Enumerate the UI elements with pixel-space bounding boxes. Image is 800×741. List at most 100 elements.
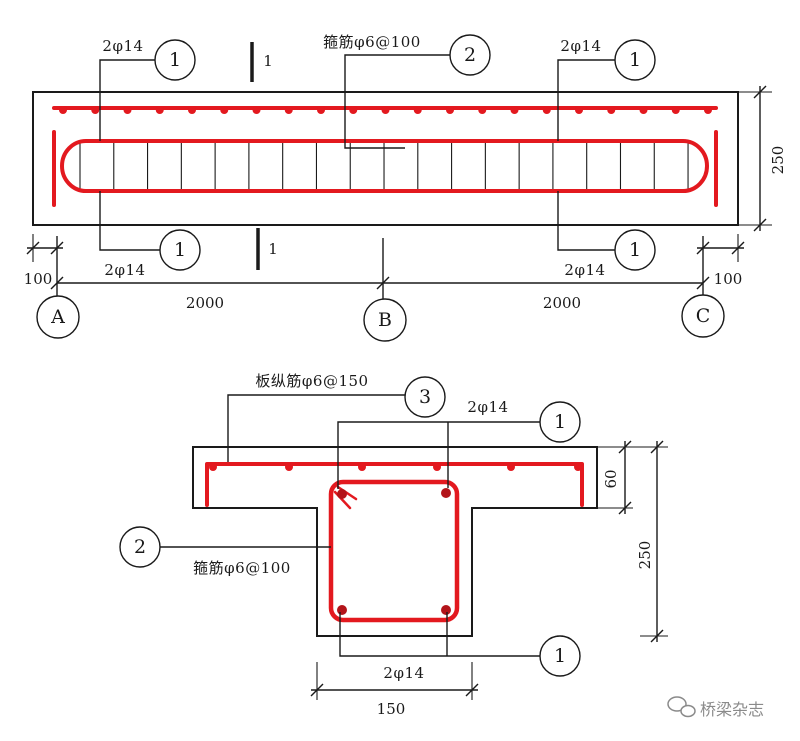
leader-slab-bar [227,394,405,462]
main-bar-loop [60,139,709,193]
dimension-web-width: 150 [310,662,479,718]
slab-bar-dot [510,106,519,114]
dimension-right-overhang: 100 [696,234,745,288]
slab-bar-dot [284,106,293,114]
dimension-tick [753,218,767,232]
callout-number: 1 [554,645,566,667]
slab-bar-dot [285,463,293,471]
slab-bar-dot [358,463,366,471]
callout-stirrup: 2 [119,526,161,568]
watermark-text: 桥梁杂志 [700,700,764,719]
dimension-tick [753,85,767,99]
dimension-tick [50,276,64,290]
callout-bottom-bars: 1 [539,635,581,677]
slab-bar [205,462,584,507]
axis-label: A [50,306,65,328]
leader-stirrup [344,54,450,149]
stirrup-hook [336,485,358,501]
slab-bar-dot [91,106,100,114]
slab-bar-dot [639,106,648,114]
slab-bar-dot [209,463,217,471]
top-bars-label: 2φ14 [467,398,508,416]
slab-bar-dot [446,106,454,114]
wechat-bubble-small [680,704,696,718]
dimension-value: 100 [24,270,53,288]
slab-bar-dot [478,106,487,114]
dimension-tick [465,683,479,697]
span-ab-value: 2000 [186,294,224,312]
callout-number: 3 [419,386,431,408]
slab-bar-dot [542,106,551,114]
axis-label: C [696,305,711,327]
beam-outline [32,91,739,226]
dimension-height: 250 [738,85,787,232]
slab-bar-dot [433,463,441,471]
bar-label-top-left: 2φ14 [102,37,143,55]
callout-circle [614,39,656,81]
bottom-bars-label: 2φ14 [383,664,424,682]
callout-number: 1 [629,239,641,261]
slab-bar-dot [188,106,196,114]
wechat-icon [667,696,696,718]
dimension-value: 250 [636,541,654,570]
stirrup-label: 箍筋φ6@100 [323,33,421,51]
section-mark-bottom-label: 1 [268,240,278,258]
leader-bottom-right [557,191,615,251]
dimension-tick [26,241,40,255]
slab-bar-dot [704,106,712,114]
slab-bar-dot [123,106,132,114]
dimension-value: 100 [714,270,743,288]
slab-bar-dot [381,106,390,114]
section-mark-top-label: 1 [263,52,273,70]
slab-bar-dot [607,106,616,114]
callout-stirrup: 2 [449,34,491,76]
elevation-view: 1 2φ14 1 箍筋φ6@100 2 2φ14 1 1 2φ14 1 [24,33,787,342]
callout-number: 1 [169,49,181,71]
slab-bar-dot [413,106,422,114]
callout-circle [159,229,201,271]
main-bar-top-left [337,489,347,499]
callout-bottom-right: 1 [614,229,656,271]
slab-bar-label: 板纵筋φ6@150 [255,372,368,390]
callout-number: 2 [134,536,146,558]
leader-top-bars [337,421,540,489]
bar-label-top-right: 2φ14 [560,37,601,55]
axis-circle [363,298,407,342]
callout-number: 2 [464,44,476,66]
dimension-tick [696,276,710,290]
callout-circle [154,39,196,81]
dimension-tick [650,629,664,643]
callout-circle [119,526,161,568]
bar-label-bottom-right: 2φ14 [564,261,605,279]
slab-bar-dot [155,106,164,114]
callout-top-right: 1 [614,39,656,81]
slab-bar-dot [575,106,583,114]
axis-circle [681,294,725,338]
axis-label: B [378,309,392,331]
axis-circle [36,295,80,339]
axis-bubble-b: B [363,298,407,342]
callout-circle [539,401,581,443]
leader-top-left [99,59,155,141]
slab-bar-dot [59,106,67,114]
callout-number: 1 [174,239,186,261]
stirrup-lines [79,141,689,191]
callout-number: 1 [554,411,566,433]
dimension-value: 250 [769,146,787,175]
dimension-value: 150 [377,700,406,718]
slab-bar-dot [507,463,515,471]
slab-bar-dot [252,106,261,114]
dimension-section-height: 250 [636,440,668,643]
leader-top-right [557,59,615,141]
callout-top-bars: 1 [539,401,581,443]
callout-circle [614,229,656,271]
bar-label-bottom-left: 2φ14 [104,261,145,279]
callout-bottom-left: 1 [159,229,201,271]
stirrup-label: 箍筋φ6@100 [193,559,291,577]
dimension-value: 60 [602,469,620,488]
axis-bubble-a: A [36,295,80,339]
callout-slab-bar: 3 [404,376,446,418]
t-section-outline [192,446,598,637]
slab-bar-dot [349,106,358,114]
